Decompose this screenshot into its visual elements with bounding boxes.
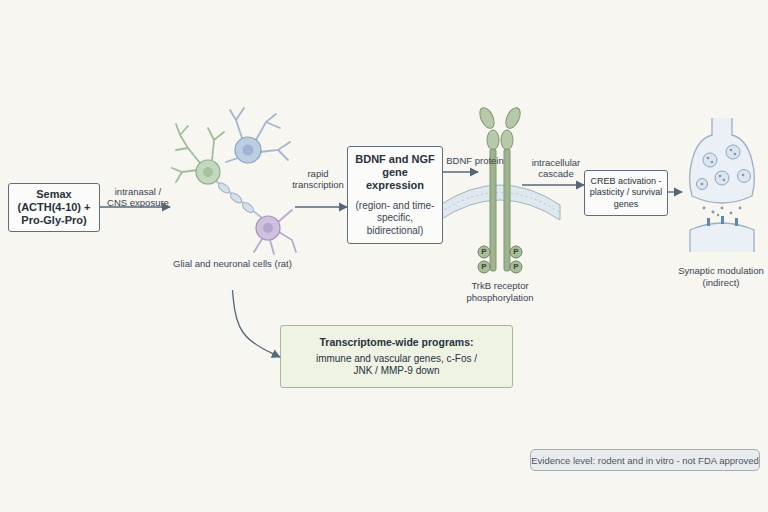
- synapse-illustration-part-part: [719, 175, 722, 178]
- neuron-glia-illustration-part-part: [226, 108, 290, 162]
- trkb-receptor-illustration-part: [503, 105, 523, 130]
- synapse-illustration-part-part: [742, 174, 745, 177]
- synapse-illustration-part: [697, 179, 708, 190]
- connector-arrow: [443, 171, 478, 172]
- neuron-glia-illustration-part: [229, 191, 244, 205]
- neuron-glia-illustration: [172, 108, 296, 254]
- node-caption: Glial and neuronal cells (rat): [170, 258, 295, 270]
- synapse-illustration-part-part: [711, 161, 714, 164]
- cell-illustration: Glial and neuronal cells (rat): [170, 100, 295, 290]
- connector-arrow: [233, 290, 281, 357]
- synapse-illustration-part: [735, 218, 738, 226]
- synapse-illustration-part-part: [739, 207, 742, 210]
- neuron-glia-illustration-part: [243, 145, 254, 156]
- trkb-receptor-illustration: [477, 105, 523, 273]
- connector-arrow: [295, 206, 347, 207]
- trkb-receptor-illustration-part: [504, 149, 510, 271]
- synapse-illustration-part: [721, 216, 724, 224]
- node-body: (region- and time-specific, bidirectiona…: [354, 200, 436, 238]
- trkb-receptor-illustration-part: [478, 261, 490, 273]
- signaling-box: CREB activation - plasticity / survival …: [584, 170, 668, 216]
- neuron-glia-illustration-part: [241, 201, 256, 215]
- edge-label: intracellular cascade: [525, 157, 587, 179]
- node-heading: Evidence level: rodent and in vitro - no…: [531, 455, 759, 466]
- neuron-glia-illustration-part: [203, 167, 213, 177]
- neuron-glia-illustration-part: [263, 223, 273, 233]
- synapse-illustration-part-part: [730, 212, 733, 215]
- trkb-receptor-illustration-part: [510, 261, 522, 273]
- synapse-illustration-part-part: [717, 214, 719, 216]
- synapse-illustration-part-part: [721, 207, 724, 210]
- synapse-illustration-part-part: [712, 211, 715, 214]
- node-caption: TrkB receptor phosphorylation: [458, 280, 542, 304]
- synapse-illustration-part: [715, 171, 729, 185]
- neuron-glia-illustration-part: [217, 181, 232, 195]
- trkb-receptor-illustration-part: [478, 246, 490, 258]
- phosphate-mark: P: [510, 247, 522, 257]
- connector-arrow: [522, 184, 584, 185]
- synapse-illustration-part: [690, 223, 754, 252]
- phosphate-mark: P: [510, 262, 522, 272]
- synapse-illustration-part-part: [707, 157, 710, 160]
- synapse-illustration-part-part: [723, 179, 726, 182]
- edge-label: rapid transcription: [287, 168, 349, 190]
- drug-box: Semax (ACTH(4-10) + Pro-Gly-Pro): [8, 183, 100, 232]
- synapse-illustration-part-part: [701, 183, 704, 186]
- transcriptome-box: Transcriptome-wide programs: immune and v…: [280, 325, 513, 388]
- node-caption: Synaptic modulation (indirect): [673, 265, 768, 289]
- node-heading: BDNF and NGF gene expression: [354, 153, 436, 192]
- node-heading: Semax (ACTH(4-10) + Pro-Gly-Pro): [15, 188, 93, 227]
- trkb-receptor-illustration-part: [490, 149, 496, 271]
- neuron-glia-illustration-part: [196, 160, 220, 184]
- edge-label: intranasal / CNS exposure: [105, 186, 171, 208]
- cell-membrane: [440, 185, 560, 220]
- phosphate-mark: P: [478, 262, 490, 272]
- synapse-illustration: [690, 118, 754, 252]
- synapse-illustration-part: [726, 145, 740, 159]
- synapse-illustration-part-part: [703, 207, 706, 210]
- synapse-illustration-part: [703, 153, 717, 167]
- neuron-glia-illustration-part: [235, 137, 261, 163]
- synapse-illustration-part: [707, 218, 710, 226]
- gene-expression-box: BDNF and NGF gene expression (region- and…: [347, 146, 443, 244]
- neuron-glia-illustration-part-part: [254, 210, 296, 254]
- node-body: immune and vascular genes, c-Fos / JNK /…: [311, 353, 482, 378]
- synapse-illustration-part: [738, 170, 751, 183]
- cell-membrane-part: [440, 185, 560, 220]
- synapse-illustration: Synaptic modulation (indirect): [682, 115, 760, 295]
- trkb-receptor-illustration-part: [487, 130, 499, 150]
- edge-label: BDNF protein: [435, 155, 515, 166]
- node-heading: CREB activation - plasticity / survival …: [588, 176, 664, 211]
- phosphate-mark: P: [478, 247, 490, 257]
- synapse-illustration-part: [690, 118, 754, 203]
- evidence-note: Evidence level: rodent and in vitro - no…: [530, 449, 760, 471]
- trkb-receptor-illustration-part: [510, 246, 522, 258]
- neuron-glia-illustration-part: [226, 108, 290, 162]
- synapse-illustration-part-part: [734, 153, 737, 156]
- trkb-receptor-illustration-part: [501, 130, 513, 150]
- synapse-illustration-part-part: [730, 149, 733, 152]
- connector-arrow: [668, 191, 682, 192]
- neuron-glia-illustration-part: [256, 216, 280, 240]
- neuron-glia-illustration-part: [216, 181, 262, 218]
- trkb-receptor-illustration-part: [477, 105, 497, 130]
- cell-membrane-part: [440, 193, 560, 213]
- neuron-glia-illustration-part: [254, 210, 296, 254]
- node-heading: Transcriptome-wide programs:: [319, 336, 473, 349]
- synapse-illustration-part: [701, 149, 745, 217]
